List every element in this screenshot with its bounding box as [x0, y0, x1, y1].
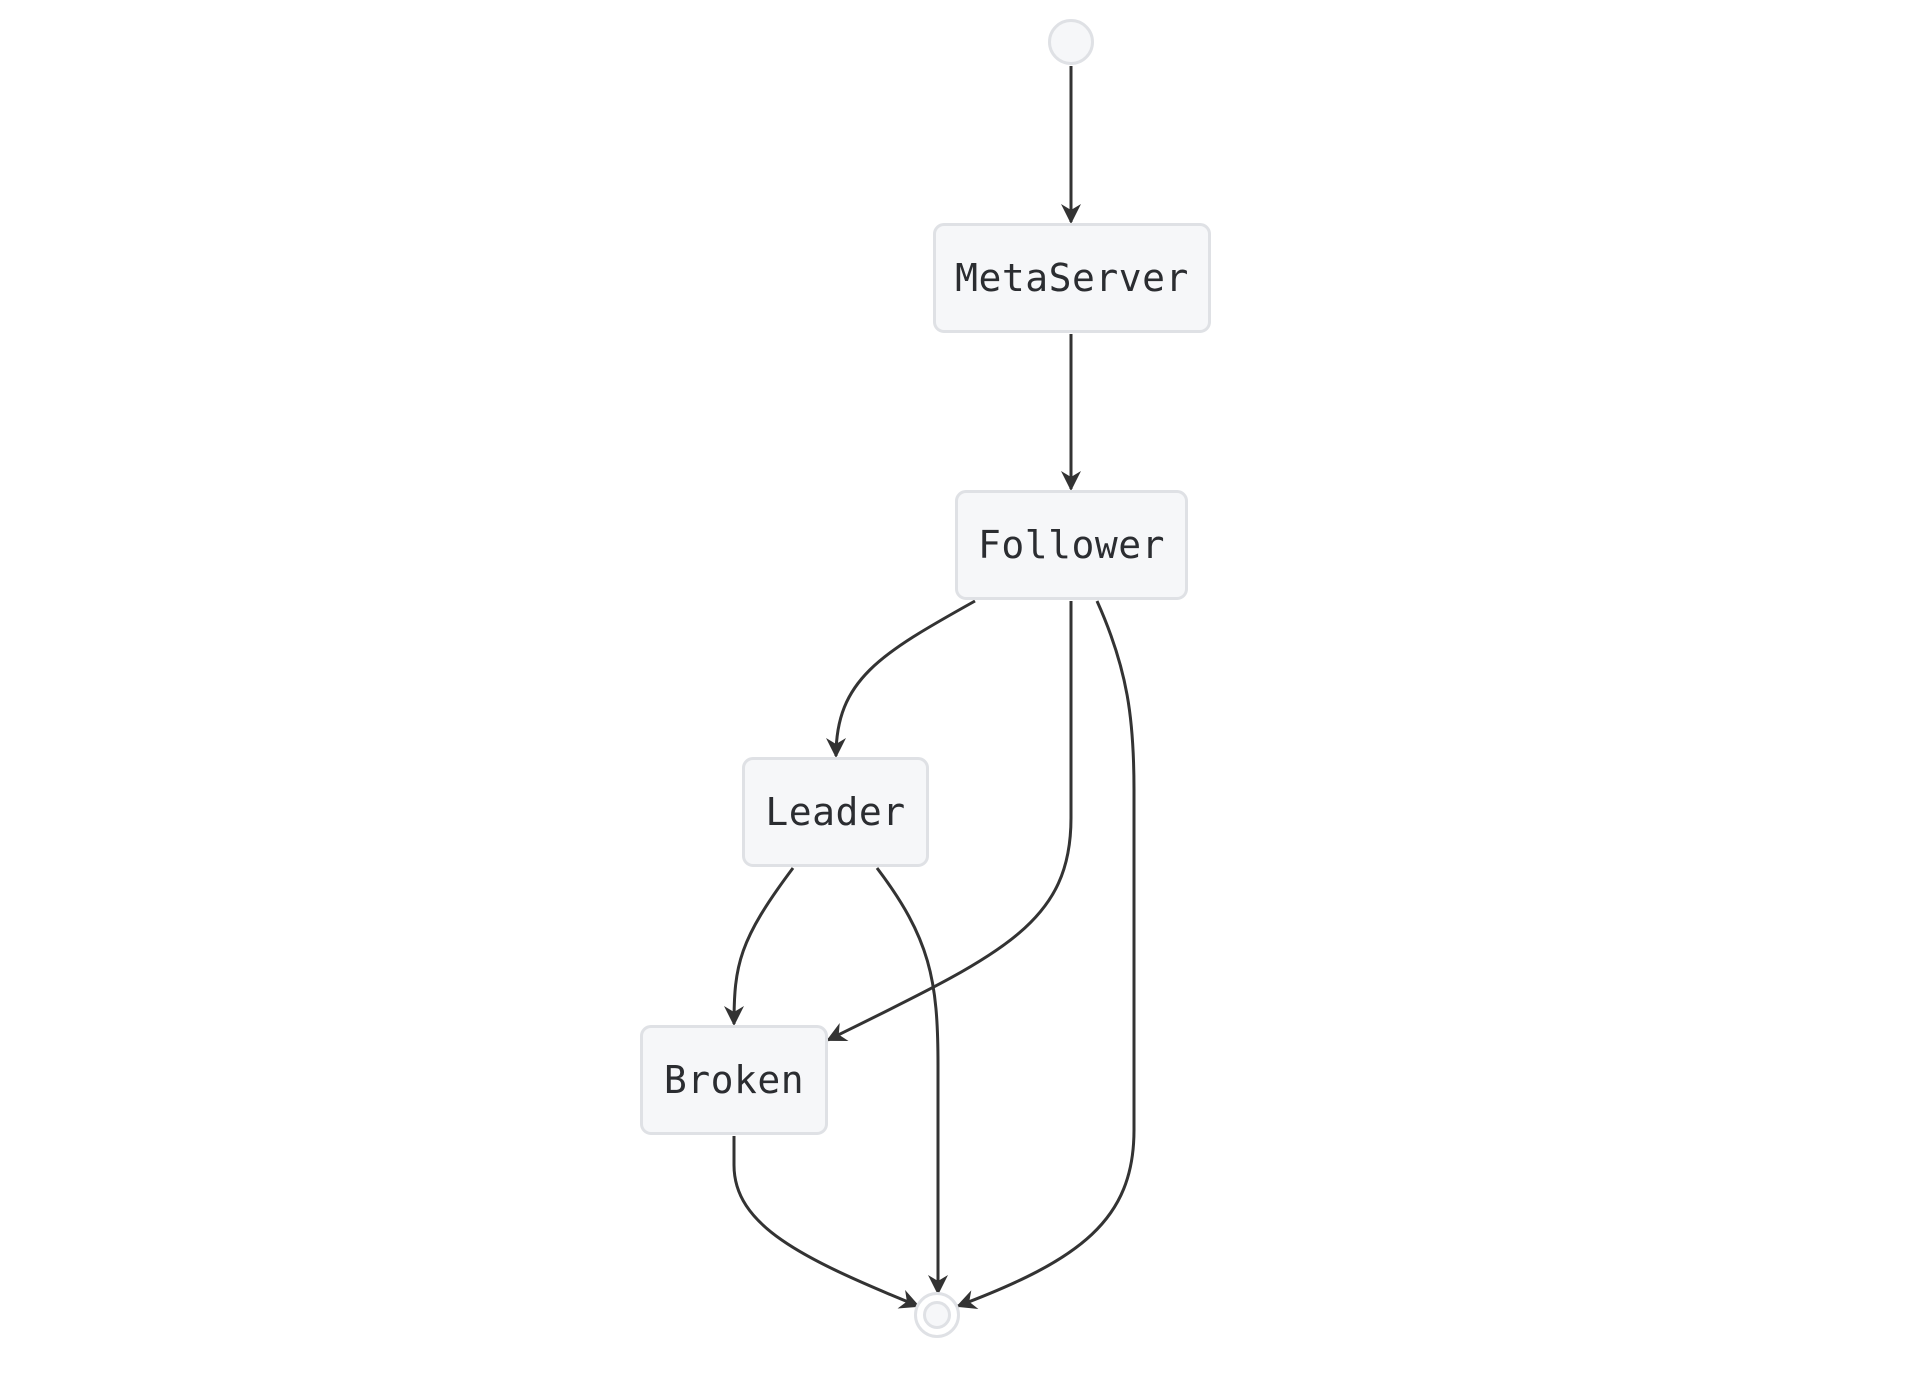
- edge-leader-to-broken: [724, 867, 795, 1026]
- edge-follower-to-broken: [826, 601, 1073, 1042]
- edge-follower-to-leader: [826, 599, 976, 758]
- end-state-inner: [923, 1301, 951, 1329]
- edge-broken-to-end: [732, 1136, 920, 1309]
- state-leader[interactable]: Leader: [742, 757, 929, 867]
- state-broken-label: Broken: [663, 1058, 805, 1102]
- end-state: [914, 1292, 960, 1338]
- state-metaserver[interactable]: MetaServer: [933, 223, 1211, 333]
- state-follower[interactable]: Follower: [955, 490, 1188, 600]
- edge-follower-to-end: [956, 600, 1136, 1310]
- start-state: [1048, 19, 1094, 65]
- state-metaserver-label: MetaServer: [955, 256, 1189, 300]
- state-broken[interactable]: Broken: [640, 1025, 828, 1135]
- state-follower-label: Follower: [977, 523, 1166, 567]
- edge-leader-to-end: [875, 867, 948, 1295]
- state-leader-label: Leader: [765, 790, 906, 834]
